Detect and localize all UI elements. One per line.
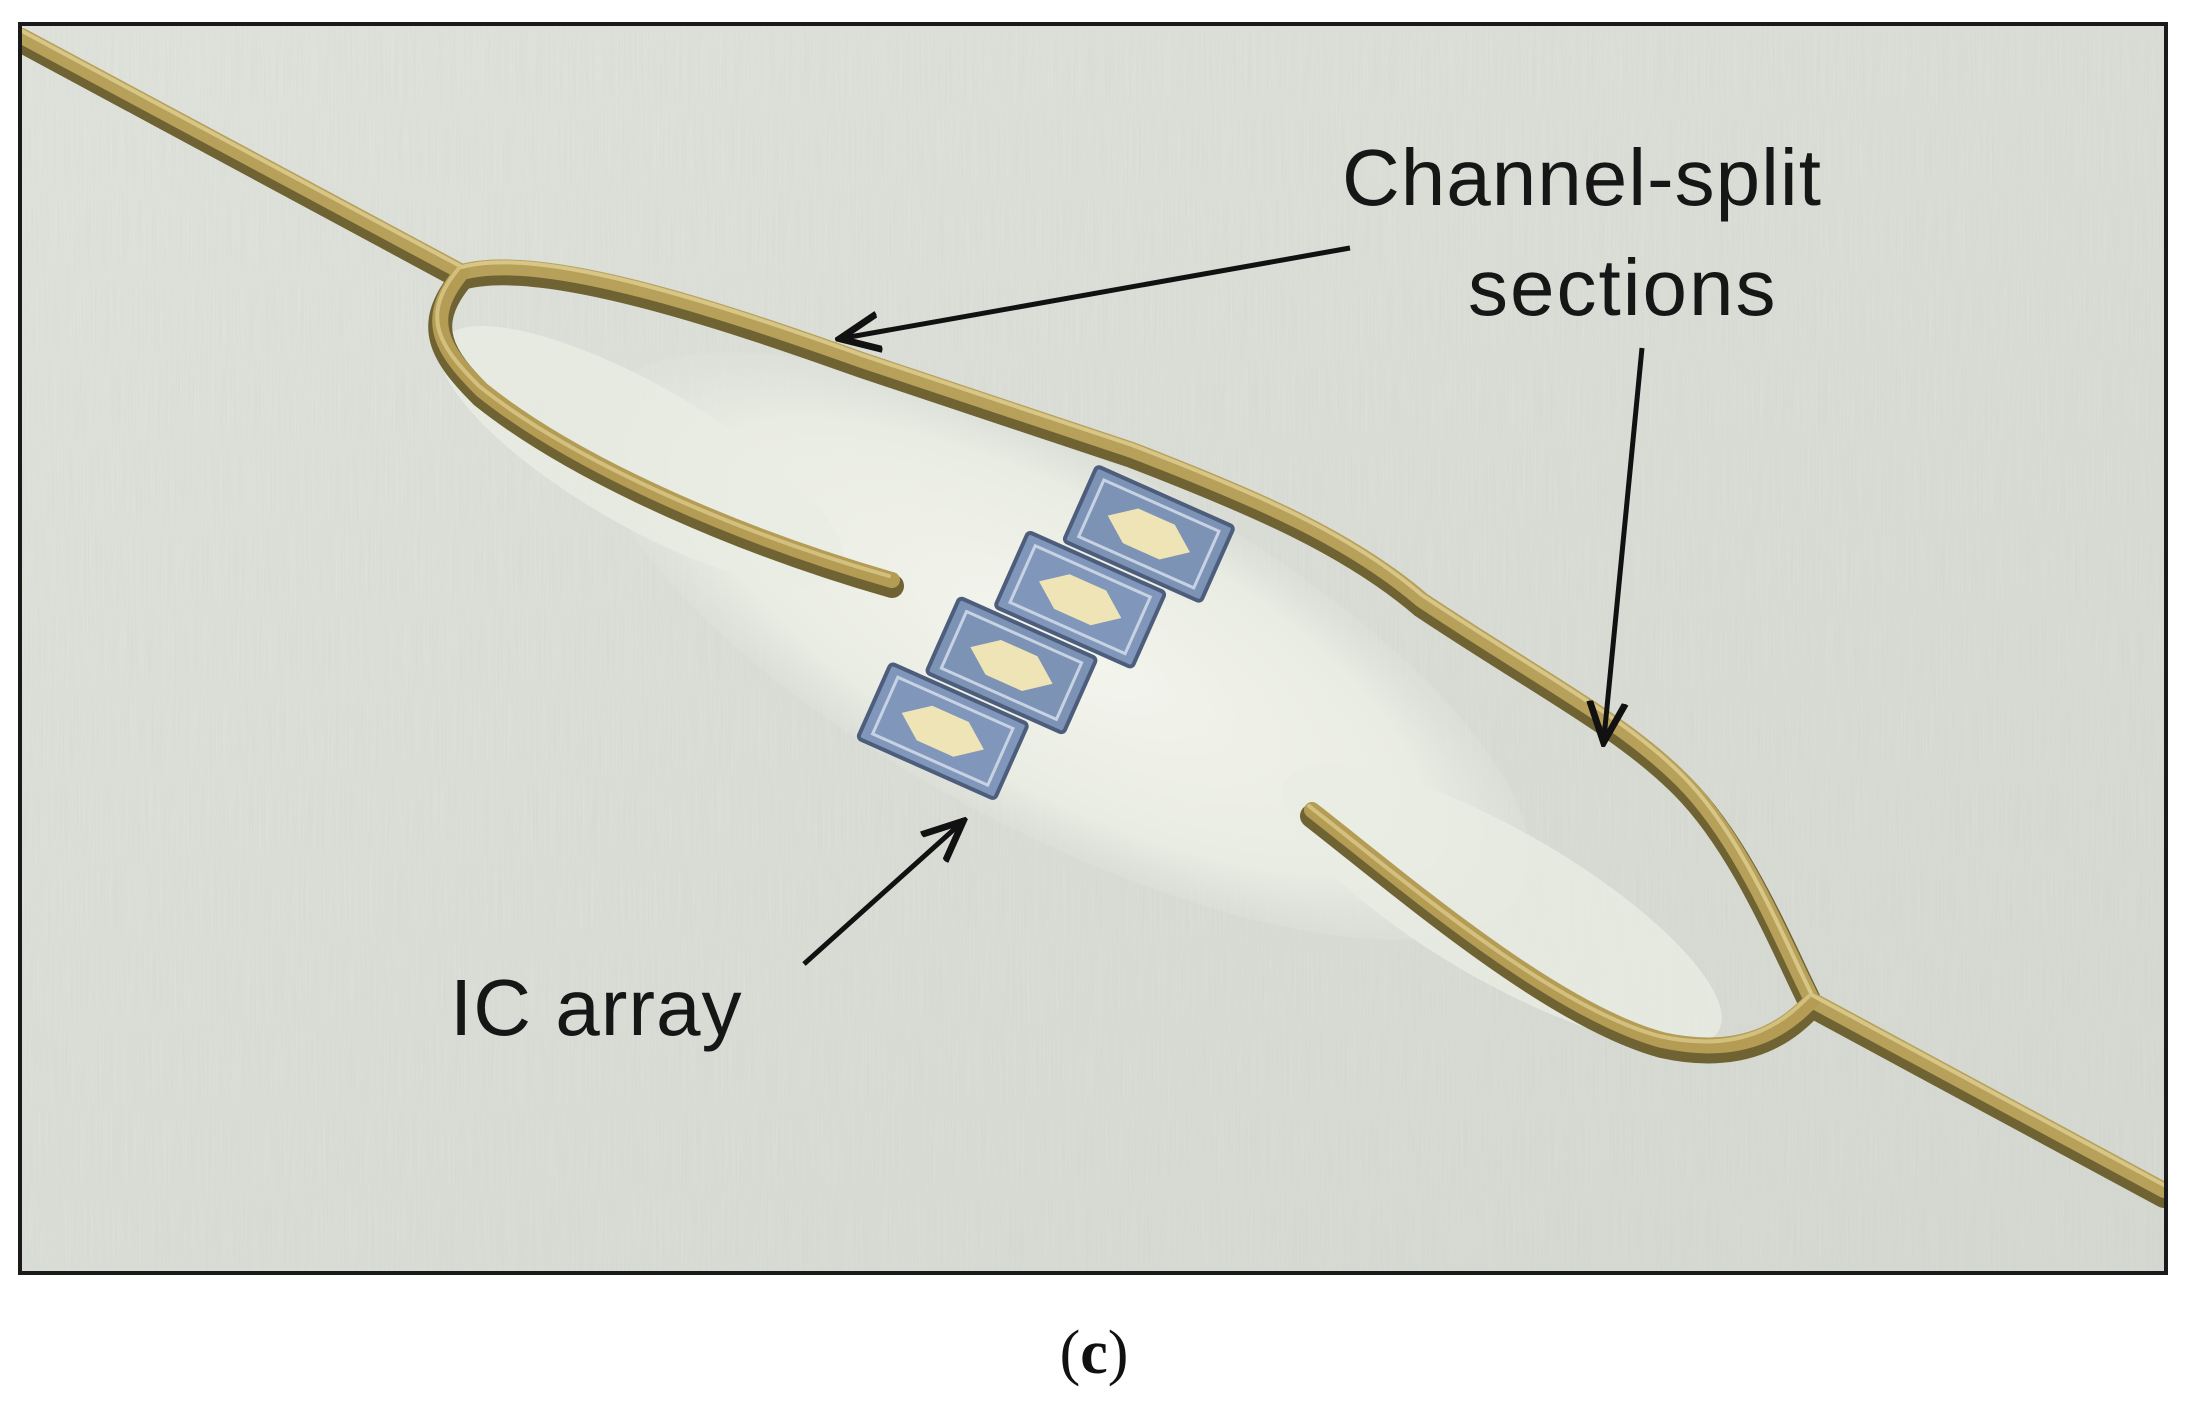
channel-split-label-line2: sections <box>1468 243 1778 332</box>
ic-chip <box>1062 465 1235 603</box>
ic-chip <box>994 531 1167 669</box>
photo-frame <box>18 22 2168 1275</box>
ic-array <box>856 465 1235 800</box>
caption-open-paren: ( <box>1059 1319 1081 1387</box>
ic-chip <box>925 596 1098 735</box>
photo-canvas <box>22 26 2164 1271</box>
right-inner-cavity <box>1282 765 1722 1047</box>
arrow-to-ic-array <box>802 824 960 966</box>
channel-highlight <box>22 29 2164 1187</box>
ic-chip <box>856 662 1029 800</box>
channel-split-label-line1: Channel-split <box>1342 133 1822 222</box>
caption-close-paren: ) <box>1107 1319 1129 1387</box>
ic-array-label: IC array <box>450 963 743 1052</box>
left-inner-cavity <box>439 326 845 586</box>
arrow-to-left-split <box>844 245 1351 338</box>
annotation-arrows <box>802 245 1645 966</box>
figure-caption: (c) <box>0 1318 2188 1389</box>
arrow-to-right-split <box>1604 347 1645 738</box>
caption-letter: c <box>1080 1319 1108 1387</box>
